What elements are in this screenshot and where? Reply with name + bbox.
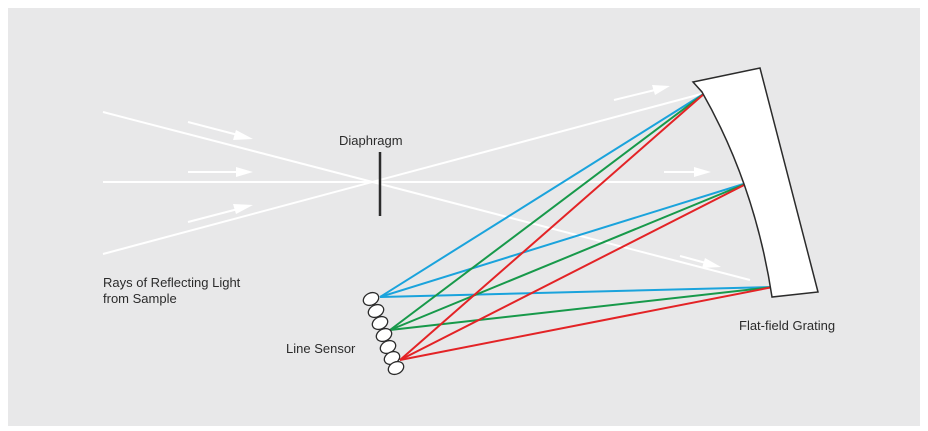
sensor-element	[362, 291, 380, 307]
sensor-element	[371, 315, 389, 331]
blue-ray-middle	[379, 181, 751, 298]
ray-upper	[102, 111, 751, 281]
arrow-middle-right	[664, 167, 711, 177]
arrow-upper-left	[187, 121, 253, 140]
arrow-lower-right	[679, 255, 721, 268]
sensor-element	[375, 327, 393, 343]
line-sensor	[362, 291, 405, 376]
arrow-upper-right	[613, 85, 670, 101]
rays-label: Rays of Reflecting Light from Sample	[103, 275, 241, 306]
red-ray-middle	[399, 181, 751, 361]
incident-rays	[102, 92, 751, 281]
blue-ray-bottom	[379, 286, 774, 298]
sensor-element	[387, 360, 405, 376]
dispersed-rays	[379, 92, 774, 361]
sensor-element	[367, 303, 385, 319]
arrow-lower-left	[187, 204, 253, 223]
ray-lower	[102, 92, 706, 255]
blue-ray-top	[379, 92, 706, 298]
line-sensor-label: Line Sensor	[286, 341, 356, 356]
arrow-middle-left	[188, 167, 253, 177]
direction-arrows	[187, 85, 721, 268]
diaphragm-label: Diaphragm	[339, 133, 403, 148]
green-ray-middle	[389, 181, 751, 331]
flat-field-grating	[691, 67, 819, 298]
grating-label: Flat-field Grating	[739, 318, 836, 333]
green-ray-bottom	[389, 286, 774, 331]
red-ray-top	[399, 92, 706, 361]
red-ray-bottom	[399, 286, 774, 361]
green-ray-top	[389, 92, 706, 331]
